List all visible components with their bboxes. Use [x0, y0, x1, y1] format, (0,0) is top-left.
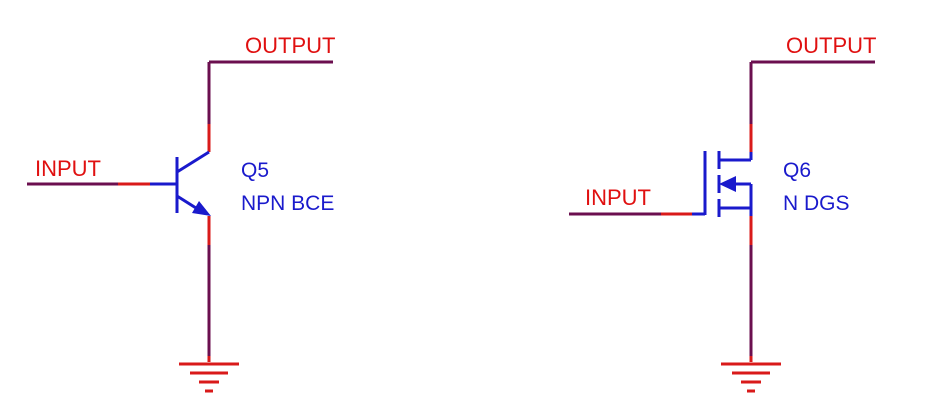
- part-type-q6: N DGS: [783, 192, 850, 215]
- output-label: OUTPUT: [245, 33, 335, 58]
- n-channel-mosfet-icon: [692, 151, 753, 217]
- designator-q6: Q6: [783, 159, 811, 182]
- mosfet-circuit: INPUT OUTPUT: [569, 33, 876, 393]
- input-label: INPUT: [585, 185, 651, 210]
- part-type-q5: NPN BCE: [241, 192, 334, 215]
- ground-icon: [179, 356, 239, 393]
- output-label: OUTPUT: [786, 33, 876, 58]
- npn-circuit: INPUT OUTPUT Q5 NPN BCE: [27, 33, 335, 393]
- ground-icon: [721, 356, 781, 393]
- npn-transistor-icon: [150, 150, 211, 216]
- designator-q5: Q5: [241, 159, 269, 182]
- input-label: INPUT: [35, 156, 101, 181]
